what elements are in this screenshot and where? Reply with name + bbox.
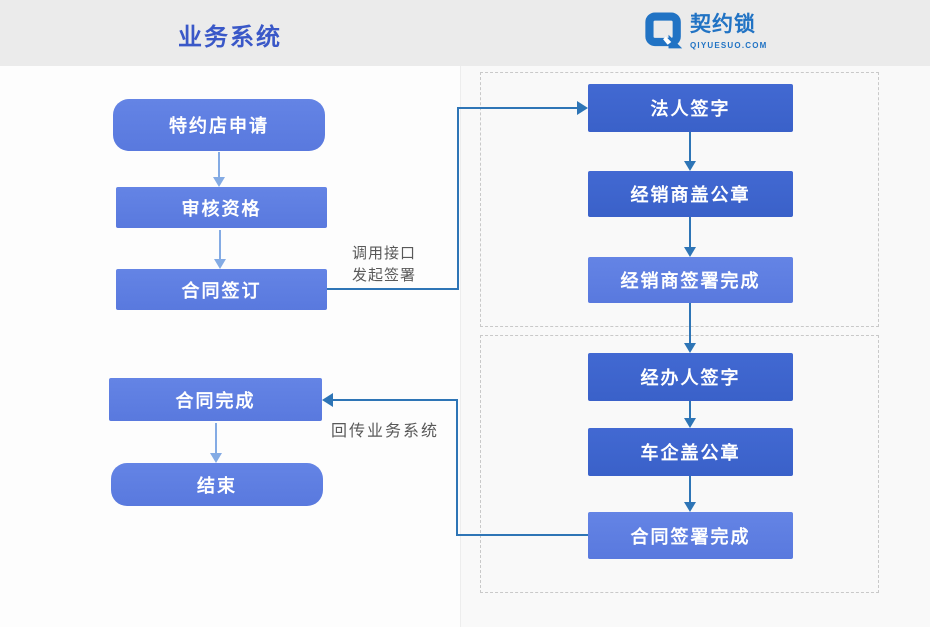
connector-call-label: 调用接口 发起签署 — [352, 243, 416, 287]
arrowhead-left-icon — [322, 393, 333, 407]
node-review-qualification: 审核资格 — [116, 187, 327, 228]
node-label: 合同完成 — [175, 390, 256, 411]
arrowhead-down-icon — [210, 453, 222, 463]
arrowhead-down-icon — [684, 161, 696, 171]
arrowhead-down-icon — [684, 343, 696, 353]
node-dealer-sign-complete: 经销商签署完成 — [588, 257, 793, 303]
node-contract-complete: 合同完成 — [109, 378, 322, 421]
call-label-line1: 调用接口 — [352, 245, 417, 262]
brand-name: 契约锁 — [690, 13, 756, 36]
arrow-apply-to-review — [218, 152, 220, 177]
company-signing-group-box — [480, 335, 879, 593]
node-label: 合同签署完成 — [630, 526, 751, 547]
node-operator-sign: 经办人签字 — [588, 353, 793, 401]
node-label: 经销商签署完成 — [620, 271, 761, 291]
node-car-company-seal: 车企盖公章 — [588, 428, 793, 476]
node-label: 特约店申请 — [169, 116, 269, 136]
qiyuesuo-q-icon — [645, 12, 683, 49]
arrowhead-down-icon — [684, 247, 696, 257]
page-title: 业务系统 — [178, 24, 282, 51]
arrowhead-down-icon — [213, 177, 225, 187]
node-label: 法人签字 — [650, 99, 731, 119]
brand-domain: QIYUESUO.COM — [690, 41, 768, 50]
arrow-dealerseal-to-dealerdone — [689, 217, 691, 247]
arrowhead-right-icon — [577, 101, 588, 115]
brand-logo: 契约锁 QIYUESUO.COM — [644, 12, 768, 52]
arrowhead-down-icon — [684, 418, 696, 428]
arrow-complete-to-end — [215, 423, 217, 453]
arrow-carseal-to-signdone — [689, 476, 691, 502]
node-dealer-company-seal: 经销商盖公章 — [588, 171, 793, 217]
node-label: 结束 — [197, 475, 237, 496]
arrow-legal-to-dealerseal — [689, 132, 691, 161]
node-label: 经办人签字 — [640, 368, 741, 388]
node-label: 经销商盖公章 — [630, 185, 751, 205]
node-special-store-apply: 特约店申请 — [113, 99, 325, 151]
arrow-review-to-sign — [219, 230, 221, 259]
node-label: 审核资格 — [181, 198, 262, 219]
node-contract-signing: 合同签订 — [116, 269, 327, 310]
dealer-signing-group-box — [480, 72, 879, 327]
connector-call-vertical — [457, 107, 459, 290]
node-label: 车企盖公章 — [640, 443, 741, 463]
node-label: 合同签订 — [181, 280, 262, 301]
brand-text-block: 契约锁 QIYUESUO.COM — [690, 12, 768, 50]
connector-call-horizontal-1 — [327, 288, 459, 290]
header-band: 业务系统 契约锁 QIYUESUO.COM — [0, 0, 930, 66]
arrowhead-down-icon — [684, 502, 696, 512]
arrow-dealerdone-to-operator — [689, 303, 691, 343]
connector-return-horizontal-2 — [333, 399, 458, 401]
connector-return-horizontal-1 — [456, 534, 588, 536]
call-label-line2: 发起签署 — [352, 267, 417, 284]
connector-return-label: 回传业务系统 — [331, 423, 440, 440]
node-legal-person-sign: 法人签字 — [588, 84, 793, 132]
connector-return-vertical — [456, 399, 458, 536]
arrowhead-down-icon — [214, 259, 226, 269]
node-contract-sign-complete: 合同签署完成 — [588, 512, 793, 559]
arrow-operator-to-carseal — [689, 401, 691, 418]
node-end: 结束 — [111, 463, 323, 506]
connector-call-horizontal-2 — [457, 107, 577, 109]
